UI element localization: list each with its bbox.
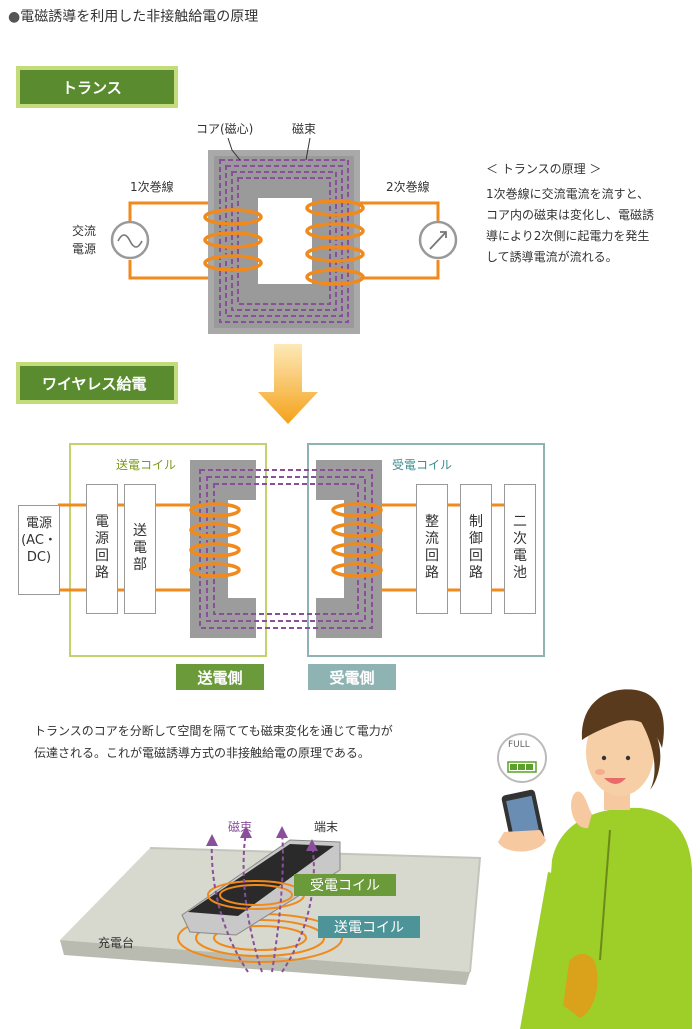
explanation-line: トランスのコアを分断して空間を隔てても磁束変化を通じて電力が (34, 724, 393, 738)
title-text: 電磁誘導を利用した非接触給電の原理 (20, 9, 259, 25)
page-title: ●電磁誘導を利用した非接触給電の原理 (8, 6, 258, 26)
rx-side-label: 受電側 (308, 664, 396, 690)
principle-title: ＜ トランスの原理 ＞ (486, 162, 602, 176)
primary-coil (203, 208, 263, 272)
control-box: 制 御 回 路 (460, 484, 492, 614)
rectifier-text: 整 流 回 路 (425, 514, 439, 581)
full-label: FULL (508, 740, 530, 750)
transformer-badge: トランス (16, 66, 178, 108)
principle-text: 1次巻線に交流電流を流すと、 コア内の磁束は変化し、電磁誘 導により2次側に起電… (486, 184, 654, 268)
rx-coil-label: 受電コイル (392, 458, 453, 472)
tx-coil-label: 送電コイル (116, 458, 177, 472)
tx-coil (189, 502, 241, 578)
battery-box: 二 次 電 池 (504, 484, 536, 614)
core-label: コア(磁心) (196, 122, 254, 136)
tx-unit-box: 送 電 部 (124, 484, 156, 614)
principle-line: して誘導電流が流れる。 (486, 250, 618, 264)
explanation-text: トランスのコアを分断して空間を隔てても磁束変化を通じて電力が 伝達される。これが… (34, 720, 393, 764)
woman-illustration (497, 689, 692, 1029)
rx-side-frame (307, 443, 545, 657)
wireless-badge-text: ワイヤレス給電 (42, 374, 147, 393)
power-source-box: 電源 (AC・ DC) (18, 505, 60, 595)
secondary-coil (305, 199, 365, 286)
control-text: 制 御 回 路 (469, 514, 483, 581)
explanation-line: 伝達される。これが電磁誘導方式の非接触給電の原理である。 (34, 746, 370, 760)
battery-text: 二 次 電 池 (513, 514, 527, 581)
tx-unit-text: 送 電 部 (133, 523, 147, 573)
illustration-rx-coil-label: 受電コイル (294, 874, 396, 896)
principle-line: 1次巻線に交流電流を流すと、 (486, 187, 650, 201)
rx-coil (331, 502, 383, 578)
secondary-label: 2次巻線 (386, 180, 430, 194)
power-circuit-text: 電 源 回 路 (95, 514, 109, 581)
tx-side-label: 送電側 (176, 664, 264, 690)
tx-side-frame (69, 443, 267, 657)
bullet-icon: ● (8, 9, 21, 25)
illustration-flux-label: 磁束 (228, 820, 253, 834)
down-arrow-icon (258, 344, 318, 424)
flux-loop (231, 171, 337, 311)
terminal-label: 端末 (314, 820, 339, 834)
wireless-badge: ワイヤレス給電 (16, 362, 178, 404)
illustration-tx-coil-label: 送電コイル (318, 916, 420, 938)
ac-source-label: 交流 電源 (72, 224, 97, 256)
rectifier-box: 整 流 回 路 (416, 484, 448, 614)
power-circuit-box: 電 源 回 路 (86, 484, 118, 614)
charger-illustration (60, 826, 482, 985)
charger-label: 充電台 (98, 936, 135, 950)
transformer-badge-text: トランス (62, 78, 122, 97)
wireless-flux (199, 469, 373, 629)
principle-line: コア内の磁束は変化し、電磁誘 (486, 208, 655, 222)
principle-line: 導により2次側に起電力を発生 (486, 229, 650, 243)
flux-label: 磁束 (292, 122, 317, 136)
power-source-text: 電源 (AC・ DC) (21, 516, 57, 565)
primary-label: 1次巻線 (130, 180, 174, 194)
